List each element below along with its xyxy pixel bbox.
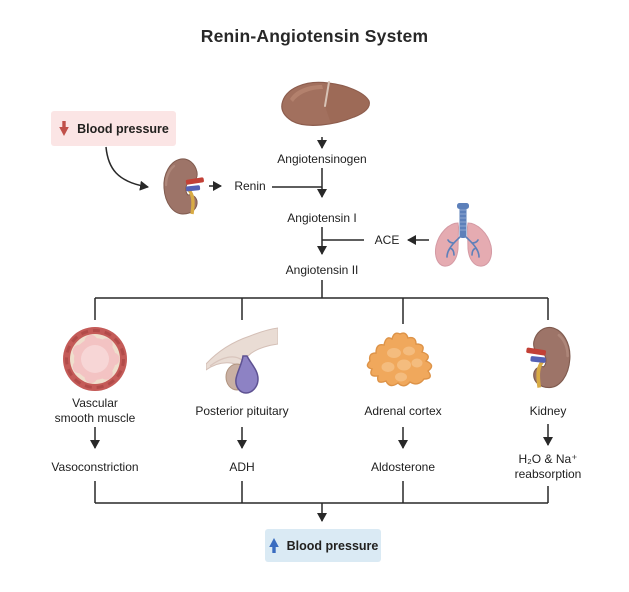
vasoconstriction-label: Vasoconstriction [51, 459, 139, 474]
posterior-pituitary-label: Posterior pituitary [195, 403, 289, 418]
aldosterone-label: Aldosterone [370, 459, 436, 474]
up-arrow-icon [268, 538, 279, 553]
kidney-icon [524, 325, 572, 394]
h2o-na-reabsorption-label: H₂O & Na⁺ reabsorption [514, 452, 582, 481]
kidney-icon [162, 157, 206, 220]
adrenal-cortex-label: Adrenal cortex [364, 403, 442, 418]
ace-label: ACE [374, 233, 400, 247]
vascular-smooth-muscle-label: Vascular smooth muscle [54, 396, 136, 425]
low-bp-label: Blood pressure [77, 121, 169, 136]
renin-label: Renin [234, 179, 266, 193]
down-arrow-icon [59, 121, 69, 136]
liver-icon [278, 79, 372, 134]
page-title: Renin-Angiotensin System [200, 26, 429, 46]
pituitary-icon [205, 324, 279, 401]
adh-label: ADH [229, 459, 255, 474]
lungs-icon [430, 202, 496, 273]
blood-vessel-icon [62, 326, 128, 397]
angiotensin-ii-label: Angiotensin II [285, 263, 359, 277]
angiotensinogen-label: Angiotensinogen [277, 152, 367, 166]
adrenal-gland-icon [364, 331, 442, 394]
angiotensin-i-label: Angiotensin I [287, 211, 357, 225]
high-bp-label: Blood pressure [286, 538, 379, 553]
kidney-label: Kidney [529, 403, 567, 418]
high-blood-pressure-box: Blood pressure [265, 529, 381, 562]
low-blood-pressure-box: Blood pressure [51, 111, 176, 146]
